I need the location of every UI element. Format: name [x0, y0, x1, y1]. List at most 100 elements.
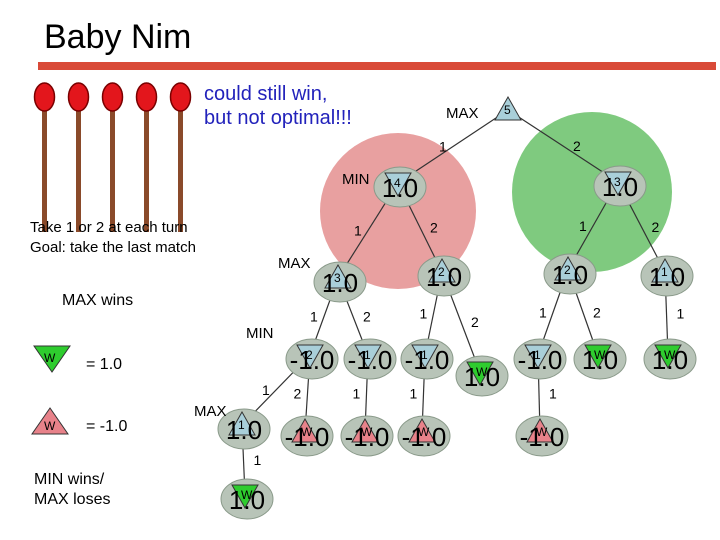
node-label: W — [476, 365, 488, 379]
tree-node-l1: W-1.0 — [280, 415, 334, 457]
node-triangle — [291, 417, 319, 443]
tree-node-root: 5 — [494, 95, 522, 121]
slide-title: Baby Nim — [44, 18, 192, 56]
level-label-max-low: MAX — [194, 403, 227, 420]
node-label: 1 — [534, 348, 541, 362]
legend-max-win-glyph: W — [44, 351, 56, 365]
edge-label: 2 — [652, 219, 660, 235]
tree-node-l3: W-1.0 — [397, 415, 451, 457]
annotation-line-1: could still win, — [204, 83, 328, 105]
tree-node-m1a: 1-1.0 — [343, 338, 397, 380]
node-triangle — [654, 344, 682, 370]
matchstick-head-5 — [169, 82, 192, 112]
legend-min-wins-line-1: MIN wins/ — [34, 471, 105, 488]
node-label: 1 — [421, 348, 428, 362]
node-value: 1.0 — [382, 173, 418, 203]
node-label: W — [241, 488, 253, 502]
node-value: 1.0 — [602, 172, 638, 202]
matchsticks — [33, 82, 192, 232]
level-label-min-low: MIN — [246, 325, 274, 342]
edge-label: 1 — [439, 139, 447, 155]
legend-min-value: = -1.0 — [86, 418, 128, 435]
node-triangle — [408, 417, 436, 443]
rules-line-2: Goal: take the last match — [30, 239, 196, 256]
node-value: -1.0 — [405, 345, 450, 375]
level-label-max-mid: MAX — [278, 255, 311, 272]
node-value: -1.0 — [348, 345, 393, 375]
edge-label: 1 — [677, 306, 685, 322]
level-label-max-top: MAX — [446, 105, 479, 122]
legend-max-wins-heading: MAX wins — [62, 292, 134, 309]
node-value: 1.0 — [464, 362, 500, 392]
node-label: W — [594, 348, 606, 362]
node-label: W — [301, 425, 313, 439]
optimal-subtree-circle — [512, 112, 672, 272]
node-triangle — [411, 344, 439, 370]
node-triangle — [296, 344, 324, 370]
node-triangle — [604, 171, 632, 197]
edge-label: 2 — [363, 309, 371, 325]
node-label: 5 — [504, 103, 511, 117]
edge-label: 1 — [254, 452, 262, 468]
tree-node-m2: 2-1.0 — [285, 338, 339, 380]
legend-min-wins-line-2: MAX loses — [34, 491, 111, 508]
node-value: 1.0 — [582, 345, 618, 375]
node-value: -1.0 — [345, 422, 390, 452]
edge-label: 1 — [549, 386, 557, 402]
node-label: 4 — [394, 176, 401, 190]
tree-node-w3: W1.0 — [643, 338, 697, 380]
node-value: 1.0 — [649, 262, 685, 292]
node-value: 1.0 — [552, 260, 588, 290]
node-triangle — [354, 344, 382, 370]
edge-label: 1 — [579, 218, 587, 234]
tree-node-x1: 11.0 — [217, 408, 271, 450]
edge-label: 1 — [354, 223, 362, 239]
node-value: -1.0 — [520, 422, 565, 452]
node-triangle — [584, 344, 612, 370]
tree-node-w1: W1.0 — [455, 355, 509, 397]
tree-node-w2: W1.0 — [573, 338, 627, 380]
node-label: 1 — [238, 418, 245, 432]
node-label: W — [536, 425, 548, 439]
tree-node-n4: 41.0 — [373, 166, 427, 208]
matchstick-5 — [178, 104, 183, 232]
node-label: 2 — [564, 263, 571, 277]
node-label: 3 — [334, 271, 341, 285]
node-triangle — [554, 255, 582, 281]
level-label-min: MIN — [342, 171, 370, 188]
node-triangle — [524, 344, 552, 370]
edge-label: 2 — [294, 386, 302, 402]
legend-min-win-glyph: W — [44, 419, 56, 433]
node-triangle — [466, 361, 494, 387]
node-triangle — [324, 263, 352, 289]
matchstick-head-2 — [67, 82, 90, 112]
node-label: 1 — [364, 348, 371, 362]
edge-label: 1 — [310, 309, 318, 325]
edge-label: 1 — [420, 306, 428, 322]
edge-label: 2 — [430, 220, 438, 236]
tree-node-l2: W-1.0 — [340, 415, 394, 457]
legend-max-win-icon — [33, 345, 71, 373]
node-value: 1.0 — [229, 485, 265, 515]
tree-node-m1b: 1-1.0 — [400, 338, 454, 380]
edge-label: 2 — [593, 305, 601, 321]
node-label: W — [361, 425, 373, 439]
tree-node-n2b: 21.0 — [543, 253, 597, 295]
tree-node-n3: 31.0 — [313, 261, 367, 303]
node-triangle — [351, 417, 379, 443]
rules-text: Take 1 or 2 at each turn Goal: take the … — [30, 218, 196, 258]
tree-node-l4: W-1.0 — [515, 415, 569, 457]
matchstick-3 — [110, 104, 115, 232]
matchstick-head-4 — [135, 82, 158, 112]
legend-min-win-icon — [31, 407, 69, 435]
node-triangle — [526, 417, 554, 443]
suboptimal-subtree-circle — [320, 133, 476, 289]
node-value: -1.0 — [518, 345, 563, 375]
tree-node-n3r: 31.0 — [593, 165, 647, 207]
node-value: 1.0 — [322, 268, 358, 298]
node-value: 1.0 — [226, 415, 262, 445]
node-label: 1 — [661, 265, 668, 279]
edge-label: 2 — [573, 138, 581, 154]
tree-node-n2a: 21.0 — [417, 255, 471, 297]
title-underline — [38, 62, 716, 70]
